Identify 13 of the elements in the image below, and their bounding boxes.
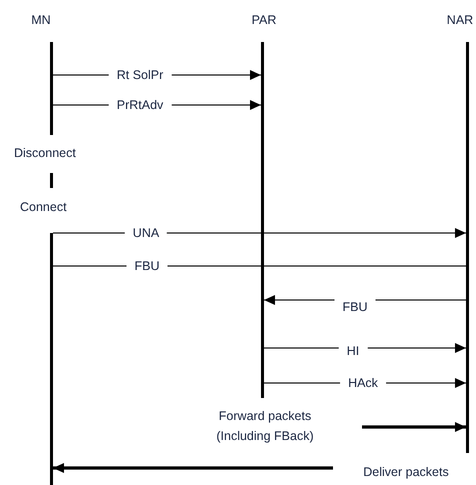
edge-label: Forward packets (Including FBack): [215, 408, 315, 445]
participant-label: NAR: [444, 10, 476, 30]
lifeline: [50, 42, 53, 135]
message-arrow: [53, 463, 333, 473]
lifeline: [50, 233, 53, 485]
lifeline: [261, 42, 264, 398]
message-arrow: [52, 228, 466, 238]
lifeline: [466, 42, 469, 453]
participant-label: MN: [25, 10, 57, 30]
participant-label: PAR: [244, 10, 284, 30]
state-label: Disconnect: [14, 145, 76, 161]
state-label: Connect: [20, 199, 67, 215]
message-arrow: [362, 422, 466, 432]
